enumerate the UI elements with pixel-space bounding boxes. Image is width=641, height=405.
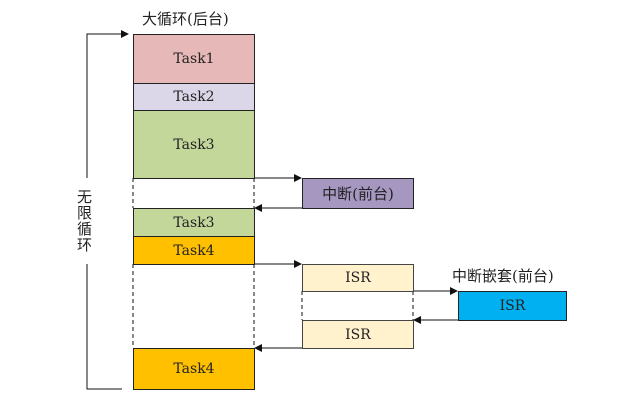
isr-resume-block: ISR xyxy=(302,320,414,349)
task1-block: Task1 xyxy=(133,34,255,84)
task3-resume-block: Task3 xyxy=(133,208,255,237)
interrupt-block: 中断(前台) xyxy=(302,178,414,209)
nested-title: 中断嵌套(前台) xyxy=(452,267,554,285)
nested-isr-block: ISR xyxy=(458,291,567,321)
task2-block: Task2 xyxy=(133,83,255,111)
task4-block: Task4 xyxy=(133,236,255,265)
background-title: 大循环(后台) xyxy=(142,10,229,28)
task4-resume-block: Task4 xyxy=(133,348,255,390)
isr-block: ISR xyxy=(302,264,414,292)
task3-block: Task3 xyxy=(133,110,255,179)
loop-label: 无限循环 xyxy=(75,178,95,264)
